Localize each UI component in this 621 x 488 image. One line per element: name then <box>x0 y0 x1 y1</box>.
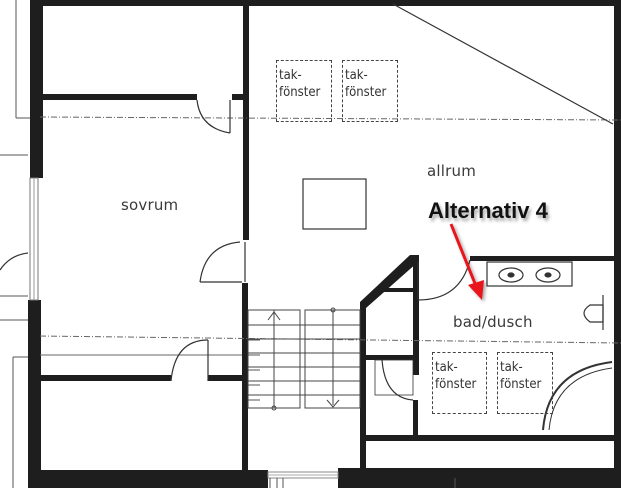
room-label-sovrum: sovrum <box>121 196 179 214</box>
skylight-line2: fönster <box>500 377 542 392</box>
skylight-line1: tak- <box>500 360 523 375</box>
skylight-3: tak- fönster <box>432 352 487 414</box>
skylight-line2: fönster <box>279 85 321 100</box>
stairs <box>247 307 361 411</box>
doors <box>0 99 613 431</box>
annotation-label: Alternativ 4 <box>428 198 548 223</box>
skylight-line2: fönster <box>435 377 477 392</box>
skylight-2: tak- fönster <box>342 60 398 122</box>
skylight-line2: fönster <box>345 85 387 100</box>
walls <box>28 0 621 488</box>
fixtures <box>302 178 604 396</box>
skylight-line1: tak- <box>279 68 302 83</box>
room-label-bad-dusch: bad/dusch <box>453 313 533 331</box>
skylight-1: tak- fönster <box>276 60 332 122</box>
skylight-line1: tak- <box>345 68 368 83</box>
room-label-allrum: allrum <box>427 162 477 180</box>
skylight-4: tak- fönster <box>497 352 553 414</box>
skylight-line1: tak- <box>435 360 458 375</box>
